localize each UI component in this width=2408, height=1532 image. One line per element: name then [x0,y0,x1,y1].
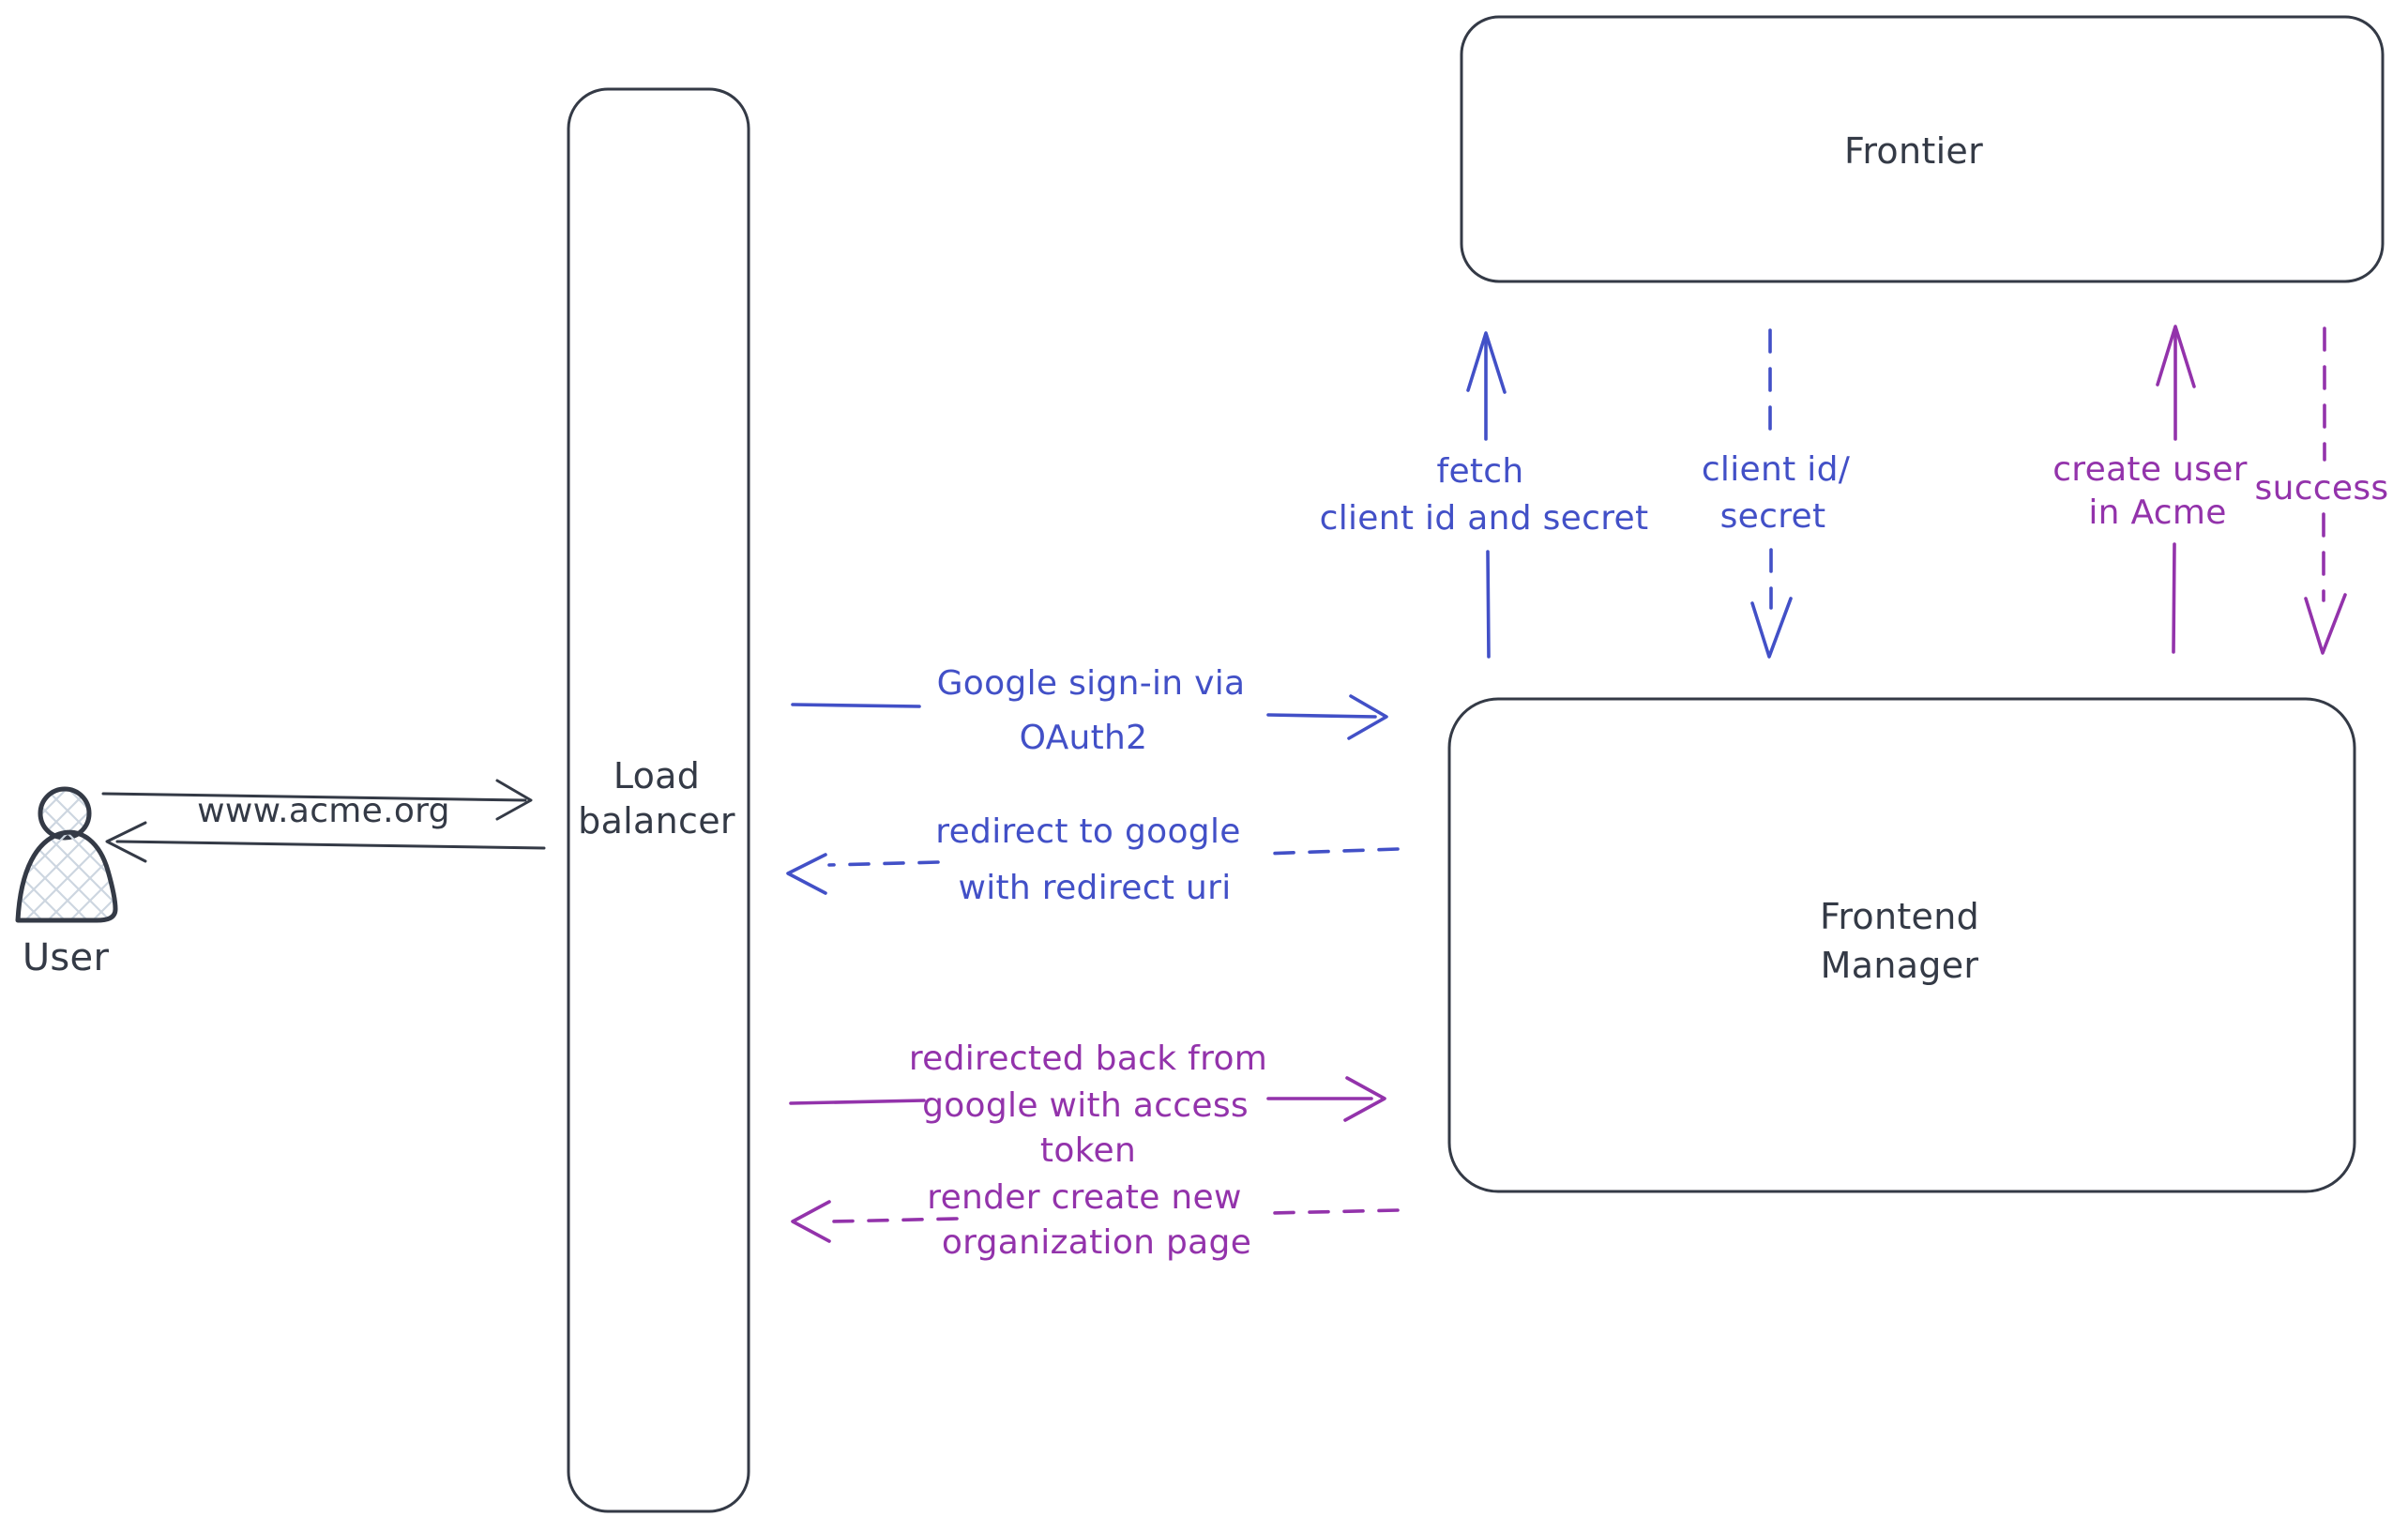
edge-www-acme-line [101,792,527,802]
edge-lb-return-line [115,840,546,850]
edge-lb-return [105,821,546,863]
frontend-manager-node: Frontend Manager [1447,697,2356,1193]
edge-create-user: create user in Acme [2052,325,2248,654]
arrowhead-left-icon [786,853,827,895]
arrowhead-right-icon [1347,694,1388,740]
frontend-manager-label-line2: Manager [1821,945,1979,986]
frontier-box [1460,15,2385,283]
edge-success-label: success [2255,469,2389,508]
arrowhead-right-icon [1343,1076,1386,1122]
edge-client-id-secret-label-line2: secret [1720,497,1826,536]
edge-fetch-secret-line-bottom [1486,550,1491,659]
edge-client-id-secret-label-line1: client id/ [1702,450,1851,489]
edge-redirected-back-label-line2: google with access [922,1086,1249,1125]
edge-redirect-google-line-right [1260,847,1400,856]
edge-google-signin: Google sign-in via OAuth2 [791,664,1388,757]
edge-redirected-back-line-left [789,1099,926,1105]
edge-render-org-page-line-left [831,1217,959,1223]
edge-google-signin-label-line1: Google sign-in via [937,664,1246,703]
arrowhead-up-icon [2156,325,2196,388]
user-actor: User [15,786,118,979]
user-label: User [23,936,110,979]
edge-google-signin-label-line2: OAuth2 [1020,719,1148,757]
edge-redirect-google-line-left [827,860,940,867]
load-balancer-node: Load balancer [567,87,750,1513]
edge-www-acme-label: www.acme.org [197,792,450,830]
frontend-manager-box [1447,697,2356,1193]
edge-render-org-page-label-line1: render create new [927,1178,1241,1217]
user-body-icon [15,829,118,923]
load-balancer-label-line2: balancer [578,800,735,842]
frontier-node: Frontier [1460,15,2385,283]
edge-google-signin-line-left [791,703,921,708]
edge-render-org-page: render create new organization page [791,1178,1400,1262]
edge-redirect-google-label-line1: redirect to google [935,812,1240,851]
edge-success: success [2255,326,2389,655]
edge-redirected-back-label-line1: redirected back from [909,1039,1267,1078]
frontend-manager-label-line1: Frontend [1820,896,1979,937]
edge-fetch-secret-label-line2: client id and secret [1320,499,1649,538]
edge-redirected-back: redirected back from google with access … [789,1039,1386,1170]
edge-www-acme: www.acme.org [101,779,533,830]
load-balancer-label-line1: Load [613,755,700,796]
edge-render-org-page-line-right [1269,1208,1400,1215]
edge-redirected-back-label-line3: token [1040,1131,1136,1170]
edge-google-signin-line-right [1266,713,1377,719]
edge-create-user-label-line2: in Acme [2088,493,2226,532]
edge-client-id-secret: client id/ secret [1702,328,1851,659]
arrowhead-down-icon [2304,593,2347,655]
edge-create-user-line-bottom [2172,542,2176,654]
arrowhead-up-icon [1466,331,1507,394]
arrowhead-right-icon [495,779,533,821]
edge-render-org-page-label-line2: organization page [942,1223,1251,1262]
load-balancer-box [567,87,750,1513]
frontier-label: Frontier [1844,130,1983,172]
arrowhead-left-icon [105,821,147,863]
edge-redirect-google: redirect to google with redirect uri [786,812,1400,907]
edge-fetch-secret-label-line1: fetch [1436,452,1523,491]
arrowhead-down-icon [1750,597,1793,659]
edge-fetch-secret: fetch client id and secret [1320,331,1649,659]
edge-redirect-google-label-line2: with redirect uri [958,869,1231,907]
edge-create-user-label-line1: create user [2052,450,2248,489]
arrowhead-left-icon [791,1200,831,1243]
